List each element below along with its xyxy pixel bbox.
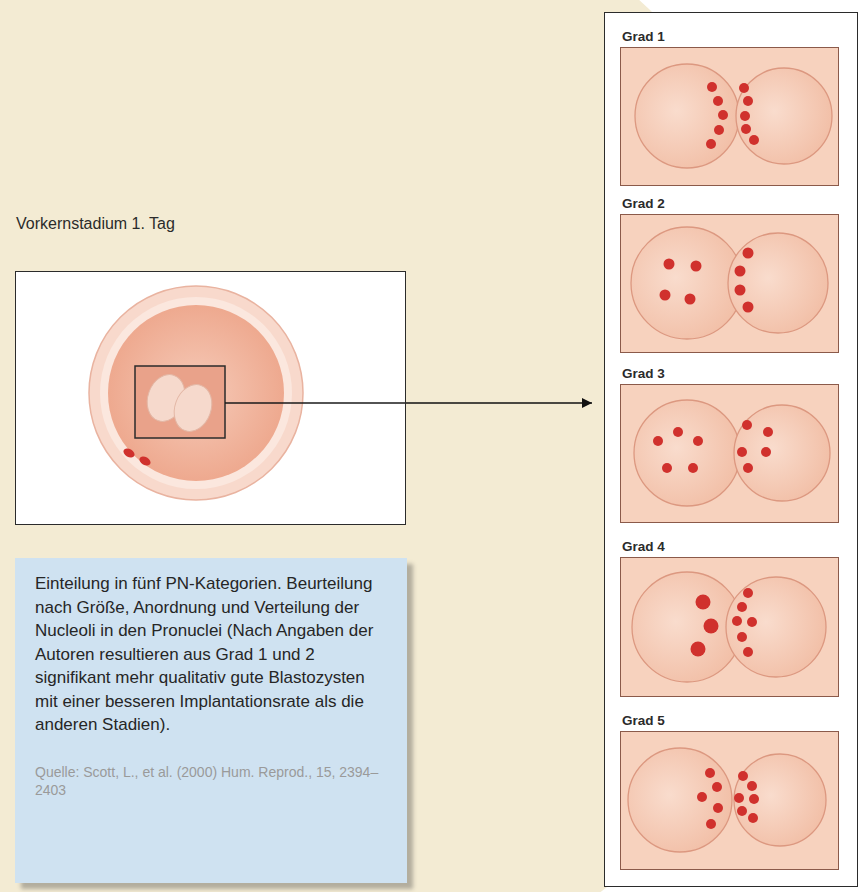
nucleolus (705, 768, 715, 778)
nucleolus (714, 125, 724, 135)
polar-body (138, 455, 152, 468)
nucleolus (718, 110, 728, 120)
nucleolus (735, 285, 746, 296)
nucleolus (713, 803, 723, 813)
grade-heading: Grad 1 (622, 29, 665, 44)
nucleolus (713, 96, 723, 106)
nucleolus (763, 427, 773, 437)
grade-heading: Grad 4 (622, 539, 665, 554)
nucleolus (735, 266, 746, 277)
nucleolus (737, 447, 747, 457)
perivitelline-space (100, 297, 292, 489)
pronucleus (635, 64, 739, 168)
nucleolus (747, 781, 757, 791)
nucleolus (749, 135, 759, 145)
nucleolus (742, 420, 752, 430)
illustration-ground (15, 271, 406, 525)
zoom-arrow (406, 402, 592, 404)
nucleolus (761, 447, 771, 457)
nucleolus (706, 139, 716, 149)
nucleolus (743, 302, 754, 313)
grade-ground (620, 557, 839, 696)
description-text: Einteilung in fünf PN-Kategorien. Beurte… (35, 572, 389, 737)
grade-box: Grad 5 (620, 731, 839, 870)
background-circle (0, 0, 830, 892)
nucleolus (739, 83, 749, 93)
stage-heading: Vorkernstadium 1. Tag (16, 215, 175, 233)
nucleolus (660, 290, 671, 301)
zona-pellucida (89, 286, 303, 500)
nucleolus (691, 642, 706, 657)
ooplasm (108, 305, 284, 481)
nucleolus (664, 259, 675, 270)
nucleolus (741, 124, 751, 134)
nucleolus (706, 819, 716, 829)
nucleolus (747, 617, 757, 627)
nucleolus (748, 813, 758, 823)
nucleolus (743, 463, 753, 473)
nucleolus (738, 771, 748, 781)
nucleolus (743, 647, 753, 657)
pronucleus (168, 379, 218, 436)
panel-ground (604, 12, 858, 887)
nucleolus (732, 616, 742, 626)
grade-box: Grad 4 (620, 557, 839, 697)
grade-illustration (620, 47, 839, 186)
illustration-box: Vorkernstadium 1. Tag (15, 271, 406, 525)
grade-box: Grad 3 (620, 384, 839, 523)
nucleolus (662, 463, 672, 473)
grade-box: Grad 2 (620, 214, 839, 353)
nucleolus (743, 96, 753, 106)
grade-box: Grad 1 (620, 47, 839, 186)
nucleolus (749, 794, 759, 804)
grade-illustration (620, 731, 839, 870)
grade-panel: Grad 1 Grad 2 Grad 3 Grad 4 Grad 5 (604, 12, 858, 887)
pronucleus (728, 233, 828, 333)
nucleolus (653, 436, 663, 446)
nucleolus (707, 82, 717, 92)
nucleolus (704, 619, 719, 634)
grade-ground (620, 47, 839, 186)
pronucleus (734, 405, 830, 501)
nucleolus (688, 463, 698, 473)
note-box: Einteilung in fünf PN-Kategorien. Beurte… (15, 558, 407, 883)
grade-ground (620, 214, 839, 353)
nucleolus (743, 248, 754, 259)
nucleolus (712, 782, 722, 792)
grade-illustration (620, 214, 839, 353)
nucleolus (696, 595, 711, 610)
pronucleus (634, 400, 740, 506)
pronucleus (736, 68, 832, 164)
pronucleus (726, 577, 826, 677)
nucleolus (697, 792, 707, 802)
nucleolus (685, 294, 696, 305)
nucleolus (740, 111, 750, 121)
nucleolus (734, 793, 744, 803)
pronucleus (631, 227, 743, 339)
grade-heading: Grad 3 (622, 366, 665, 381)
polar-body (122, 447, 136, 460)
nucleolus (673, 427, 683, 437)
grade-heading: Grad 5 (622, 713, 665, 728)
grade-illustration (620, 384, 839, 523)
nucleolus (743, 588, 753, 598)
source-text: Quelle: Scott, L., et al. (2000) Hum. Re… (35, 763, 389, 799)
zoom-line (225, 402, 406, 404)
grade-ground (620, 384, 839, 523)
nucleolus (693, 436, 703, 446)
grade-illustration (620, 557, 839, 696)
nucleolus (691, 261, 702, 272)
pronucleus (734, 754, 826, 846)
nucleolus (737, 632, 747, 642)
nucleolus (737, 806, 747, 816)
grade-heading: Grad 2 (622, 196, 665, 211)
nucleolus (737, 602, 747, 612)
zoom-frame (135, 366, 225, 438)
grade-ground (620, 731, 839, 870)
pronucleus (628, 748, 732, 852)
